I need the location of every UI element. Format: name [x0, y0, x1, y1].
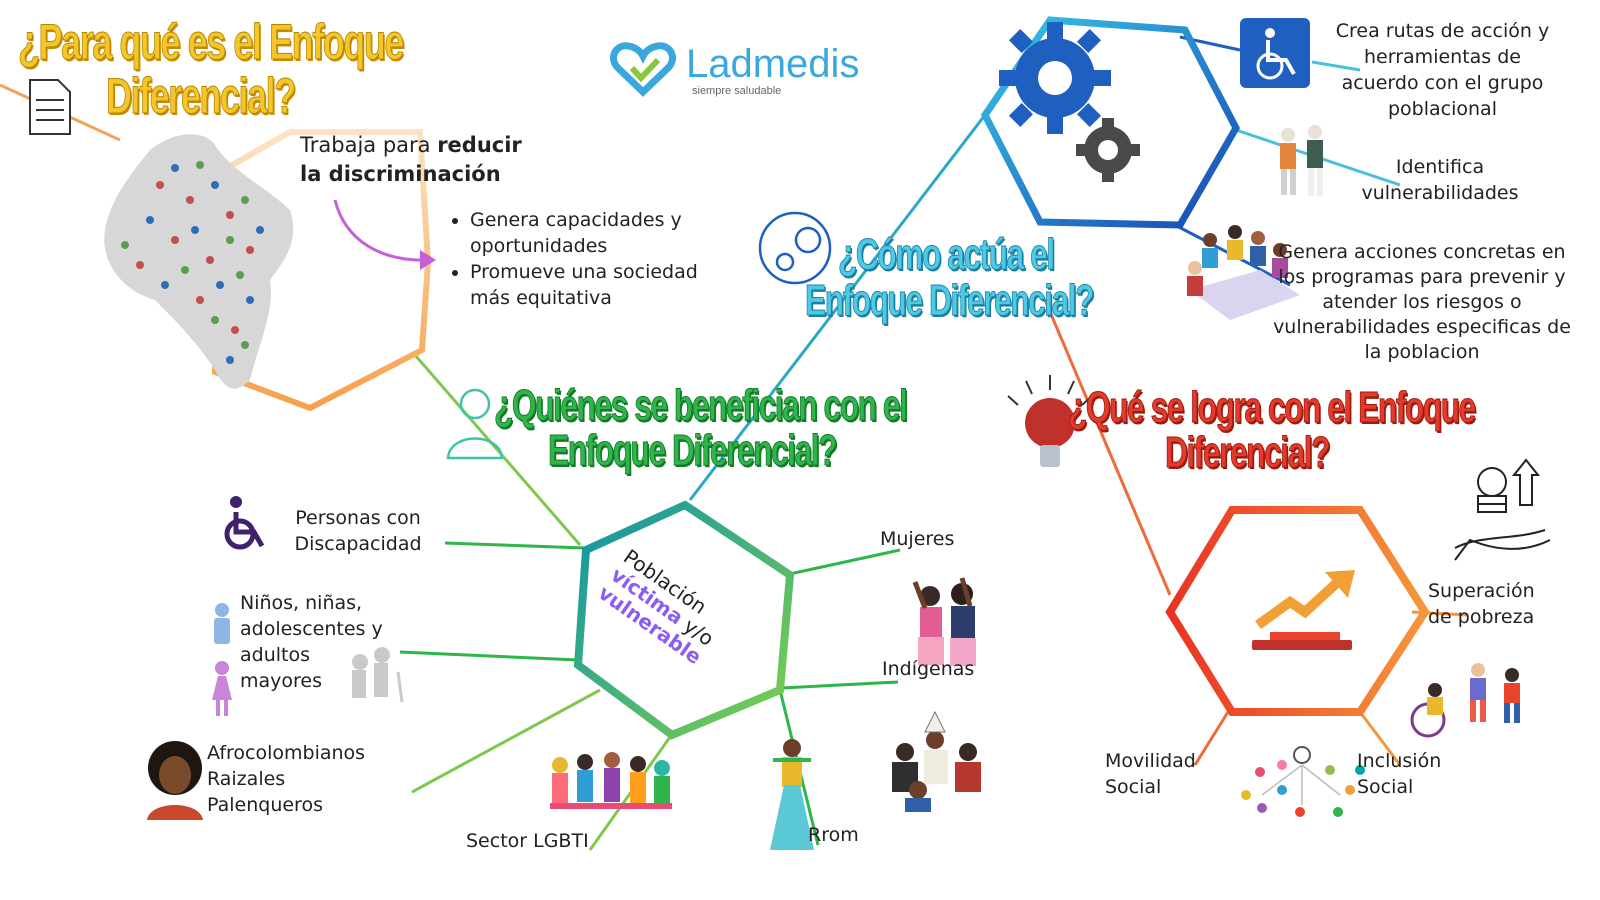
indigenous-group-icon: [892, 710, 981, 812]
group-ninos: Niños, niñas, adolescentes y adultos may…: [240, 590, 410, 694]
logo-tagline: siempre saludable: [692, 85, 782, 97]
colombia-people-map-icon: [104, 134, 294, 389]
wheelchair-icon: [1240, 18, 1310, 88]
bullet-item: Promueve una sociedad más equitativa: [470, 259, 740, 311]
wheelchair-purple-icon: [224, 496, 265, 550]
line-discapacidad: [444, 541, 586, 550]
logo: Ladmedis siempre saludable: [608, 40, 873, 100]
line-ninos: [399, 650, 579, 662]
lead-normal: Trabaja para: [300, 133, 438, 157]
group-ninos-line1: Niños, niñas,: [240, 592, 363, 614]
hexagon-quienes: [573, 500, 795, 740]
arrow-head: [420, 250, 436, 270]
line-mujeres: [784, 548, 901, 577]
line-para-que: [413, 354, 582, 546]
group-afro: Afrocolombianos Raizales Palenqueros: [207, 740, 407, 818]
arrow-curve: [333, 199, 431, 262]
women-icon: [912, 577, 976, 666]
elderly-couple-icon: [1280, 125, 1323, 196]
money-hand-icon: [1454, 458, 1551, 561]
title-para-que-line2: Diferencial?: [106, 68, 297, 124]
bullet-list: Genera capacidades y oportunidades Promu…: [448, 207, 740, 311]
group-ninos-line2: adolescentes y: [240, 618, 383, 640]
line-que-logra: [1043, 299, 1172, 596]
outcome-movilidad: Movilidad Social: [1105, 748, 1196, 800]
children-playing-icon: [1410, 663, 1520, 738]
line-movilidad: [1193, 711, 1230, 766]
gear-circle-icon: [758, 211, 832, 285]
elderly-walkers-icon: [352, 647, 404, 703]
document-icon: [29, 79, 71, 135]
hexagon-que-logra: [1165, 506, 1430, 716]
lead-text: Trabaja para reducir la discriminación: [300, 131, 540, 189]
group-ninos-line4: mayores: [240, 670, 323, 692]
group-lgbti: Sector LGBTI: [466, 830, 589, 852]
rrom-woman-icon: [770, 739, 814, 850]
group-discapacidad: Personas con Discapacidad: [294, 507, 422, 555]
line-afro: [411, 688, 601, 794]
outcome-pobreza: Superación de pobreza: [1428, 578, 1535, 630]
lightbulb-icon: [1007, 375, 1093, 467]
line-rutas-2: [1311, 60, 1361, 72]
line-indigenas: [781, 680, 899, 690]
group-afro-line3: Palenqueros: [207, 794, 323, 816]
boy-girl-icon: [212, 603, 232, 716]
heart-logo-icon: [610, 42, 676, 97]
title-quienes-line2: Enfoque Diferencial?: [548, 426, 838, 475]
como-item-rutas: Crea rutas de acción y herramientas de a…: [1335, 20, 1550, 120]
title-que-logra-line2: Diferencial?: [1165, 428, 1331, 477]
lgbti-group-icon: [550, 752, 672, 809]
group-meeting-icon: [1187, 225, 1300, 320]
title-como-line1: ¿Cómo actúa el: [838, 230, 1056, 279]
line-inclusion: [1358, 711, 1402, 766]
title-como-line2: Enfoque Diferencial?: [805, 276, 1095, 325]
growth-chart-icon: [1252, 570, 1355, 650]
person-outline-icon: [446, 388, 504, 460]
lead-bold-2: la discriminación: [300, 162, 501, 186]
group-afro-line1: Afrocolombianos: [207, 742, 366, 764]
outcome-movilidad-line2: Social: [1105, 776, 1162, 798]
group-afro-line2: Raizales: [207, 768, 286, 790]
group-mujeres: Mujeres: [880, 528, 955, 550]
title-para-que-line1: ¿Para qué es el Enfoque: [18, 14, 405, 70]
outcome-movilidad-line1: Movilidad: [1105, 750, 1196, 772]
outcome-inclusion-line2: Social: [1357, 776, 1414, 798]
outcome-inclusion-line1: Inclusión: [1357, 750, 1442, 772]
gears-icon: [999, 22, 1140, 182]
title-quienes-line1: ¿Quiénes se benefician con el: [494, 381, 909, 430]
bullet-item: Genera capacidades y oportunidades: [470, 207, 740, 259]
group-indigenas: Indígenas: [882, 658, 975, 680]
title-que-logra-line1: ¿Qué se logra con el Enfoque: [1068, 383, 1477, 432]
como-item-identifica: Identifica vulnerabilidades: [1361, 156, 1519, 204]
como-item-acciones: Genera acciones concretas en los program…: [1273, 241, 1571, 363]
outcome-pobreza-line1: Superación: [1428, 580, 1535, 602]
logo-name: Ladmedis: [686, 42, 860, 86]
hexagon-como: [980, 16, 1240, 229]
community-network-icon: [1241, 746, 1365, 817]
outcome-pobreza-line2: de pobreza: [1428, 606, 1535, 628]
group-ninos-line3: adultos: [240, 644, 310, 666]
afro-person-icon: [147, 741, 203, 820]
lead-bold-1: reducir: [437, 133, 522, 157]
line-como: [688, 114, 987, 501]
group-rrom: Rrom: [808, 824, 859, 846]
outcome-inclusion: Inclusión Social: [1357, 748, 1441, 800]
